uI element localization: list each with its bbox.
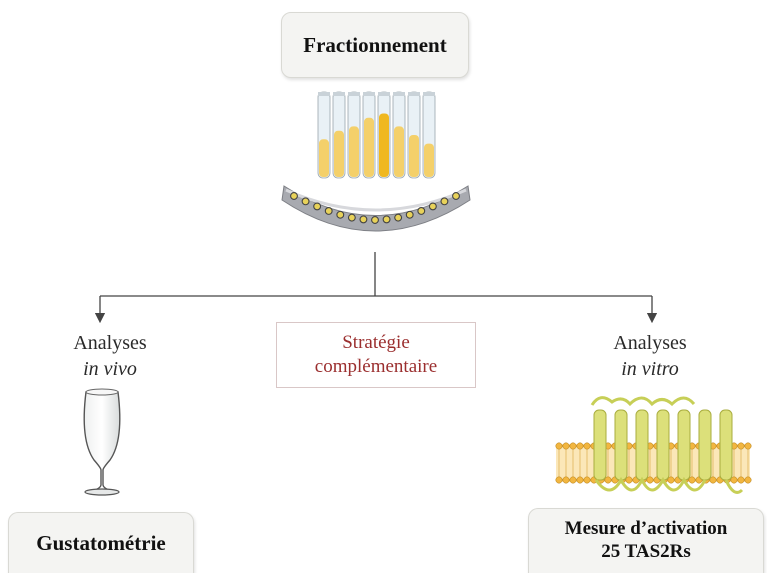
in-vitro-line2: in vitro [621, 358, 679, 380]
activation-box: Mesure d’activation 25 TAS2Rs [528, 508, 764, 573]
strategy-line2: complémentaire [314, 356, 438, 377]
in-vivo-label: Analyses in vivo [40, 330, 180, 382]
strategy-line1: Stratégie [342, 332, 410, 354]
in-vitro-line1: Analyses [613, 332, 687, 354]
activation-line2: 25 TAS2Rs [601, 541, 691, 562]
wine-glass-icon [83, 388, 121, 496]
fraction-collector-icon [281, 91, 471, 232]
in-vitro-label: Analyses in vitro [580, 330, 720, 382]
gustatometry-box: Gustatométrie [8, 512, 194, 573]
fractionation-box: Fractionnement [281, 12, 469, 78]
gustatometry-label: Gustatométrie [36, 530, 166, 555]
membrane-receptor-icon [555, 396, 752, 494]
in-vivo-line2: in vivo [83, 358, 137, 380]
in-vivo-line1: Analyses [73, 332, 147, 354]
strategy-box: Stratégie complémentaire [276, 322, 476, 388]
fractionation-label: Fractionnement [303, 32, 447, 57]
flow-connectors [94, 252, 658, 324]
activation-line1: Mesure d’activation [564, 518, 728, 540]
